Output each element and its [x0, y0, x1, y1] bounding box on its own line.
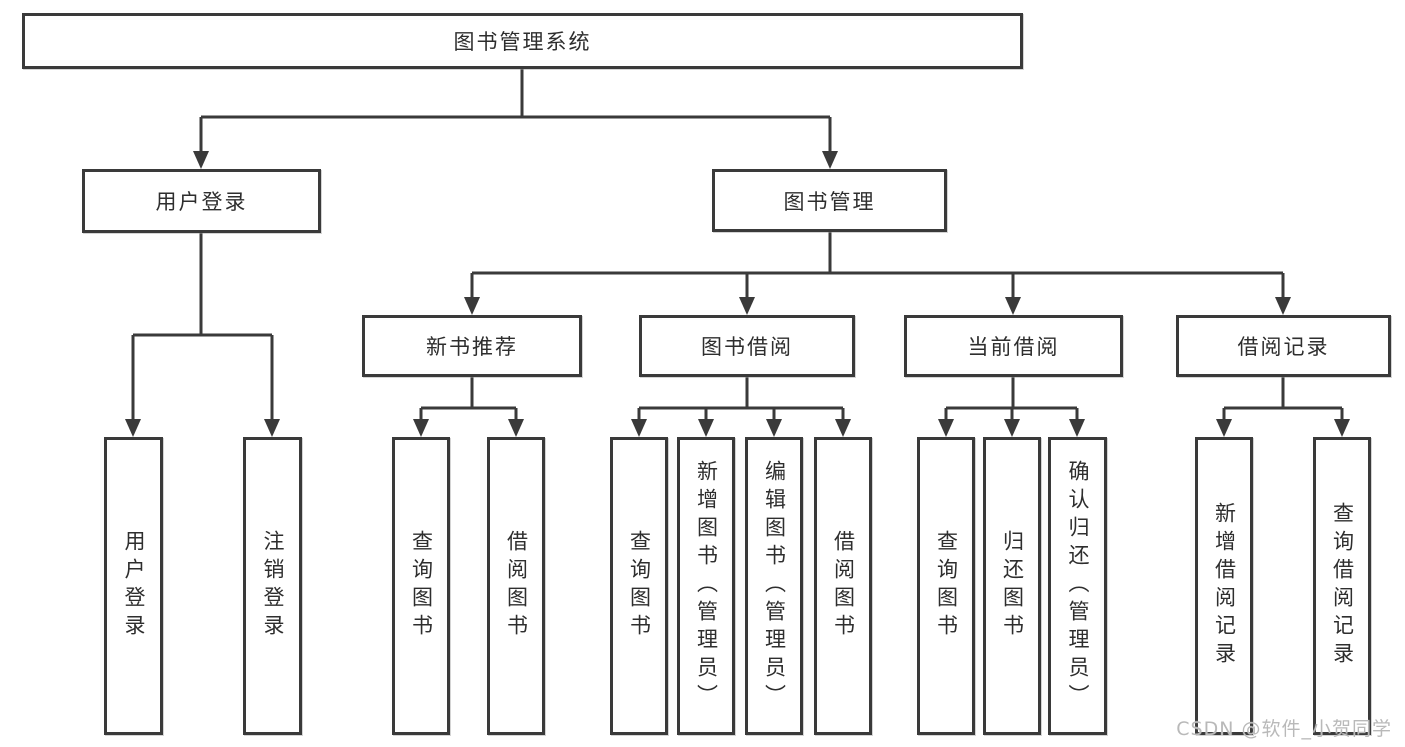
- leaf-add-book-admin-label: 新增图书（管理员）: [694, 460, 719, 712]
- node-book-borrow: 图书借阅: [639, 315, 855, 377]
- node-book-borrow-label: 图书借阅: [701, 335, 793, 359]
- leaf-query-book-current: 查询图书: [917, 437, 975, 735]
- leaf-add-book-admin: 新增图书（管理员）: [677, 437, 735, 735]
- leaf-edit-book-admin-label: 编辑图书（管理员）: [762, 460, 787, 712]
- node-current-borrow: 当前借阅: [904, 315, 1123, 377]
- leaf-query-book-recommend: 查询图书: [392, 437, 450, 735]
- leaf-edit-book-admin: 编辑图书（管理员）: [745, 437, 803, 735]
- node-book-management-label: 图书管理: [783, 189, 876, 214]
- leaf-return-book-label: 归还图书: [1000, 530, 1025, 642]
- leaf-query-book-current-label: 查询图书: [934, 530, 959, 642]
- leaf-user-login: 用户登录: [104, 437, 163, 735]
- leaf-logout: 注销登录: [243, 437, 302, 735]
- leaf-query-borrow-record: 查询借阅记录: [1313, 437, 1371, 735]
- leaf-borrow-book-recommend-label: 借阅图书: [504, 530, 529, 642]
- leaf-return-book: 归还图书: [983, 437, 1041, 735]
- node-new-book-recommend-label: 新书推荐: [426, 335, 518, 359]
- leaf-query-book-borrow: 查询图书: [610, 437, 668, 735]
- leaf-query-borrow-record-label: 查询借阅记录: [1330, 502, 1355, 670]
- connector-line-group: [131, 69, 1344, 420]
- csdn-watermark: CSDN @软件_小贺同学: [1176, 718, 1392, 740]
- leaf-add-borrow-record-label: 新增借阅记录: [1212, 502, 1237, 670]
- leaf-add-borrow-record: 新增借阅记录: [1195, 437, 1253, 735]
- node-current-borrow-label: 当前借阅: [967, 335, 1060, 359]
- leaf-query-book-borrow-label: 查询图书: [627, 530, 652, 642]
- node-root-label: 图书管理系统: [453, 30, 592, 54]
- node-user-login-label: 用户登录: [155, 190, 248, 214]
- leaf-logout-label: 注销登录: [261, 530, 285, 642]
- leaf-query-book-recommend-label: 查询图书: [409, 530, 434, 642]
- arrowhead-icons: [125, 151, 1350, 437]
- node-borrow-record: 借阅记录: [1176, 315, 1391, 377]
- node-user-login: 用户登录: [82, 169, 321, 233]
- node-book-management: 图书管理: [712, 169, 947, 232]
- node-root-system: 图书管理系统: [22, 13, 1023, 69]
- leaf-confirm-return-admin: 确认归还（管理员）: [1048, 437, 1107, 735]
- leaf-borrow-book: 借阅图书: [814, 437, 872, 735]
- node-new-book-recommend: 新书推荐: [362, 315, 582, 377]
- leaf-user-login-label: 用户登录: [122, 530, 146, 642]
- leaf-confirm-return-admin-label: 确认归还（管理员）: [1066, 460, 1090, 712]
- leaf-borrow-book-label: 借阅图书: [831, 530, 856, 642]
- leaf-borrow-book-recommend: 借阅图书: [487, 437, 545, 735]
- node-borrow-record-label: 借阅记录: [1237, 335, 1330, 359]
